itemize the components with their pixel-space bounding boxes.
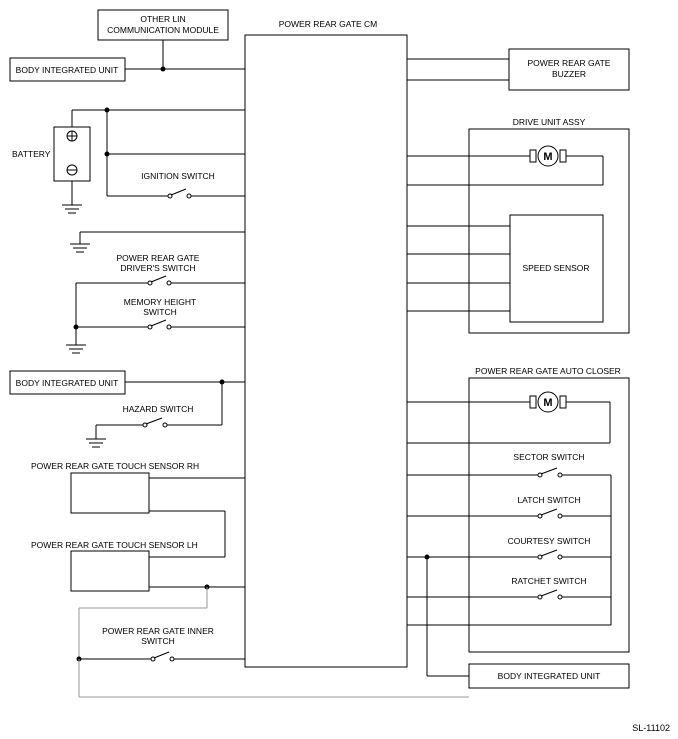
touch-sensor-rh-label: POWER REAR GATE TOUCH SENSOR RH — [31, 461, 199, 471]
ignition-switch-contact — [167, 193, 173, 199]
latch-switch-blade — [540, 508, 558, 516]
hazard-switch-contact — [142, 422, 148, 428]
ratchet-switch-label: RATCHET SWITCH — [511, 576, 586, 586]
courtesy-switch-contact — [537, 554, 543, 560]
lin-junction-dot — [160, 66, 166, 72]
auto-closer-label: POWER REAR GATE AUTO CLOSER — [475, 366, 621, 376]
auto-closer-box — [468, 377, 630, 653]
body-integrated-unit-top-label: BODY INTEGRATED UNIT — [16, 65, 119, 75]
drivers-switch-label: POWER REAR GATE — [117, 253, 200, 263]
body-integrated-unit-bottom-box — [468, 663, 630, 689]
ignition-switch-label: IGNITION SWITCH — [141, 171, 215, 181]
memory-height-switch-label-2: SWITCH — [143, 307, 177, 317]
memory-height-switch-blade — [150, 319, 167, 327]
battery-ground-icon — [62, 204, 82, 214]
touch-sensor-rh-box — [70, 472, 150, 514]
closer-motor-icon — [537, 391, 559, 413]
sector-switch-contact — [537, 472, 543, 478]
inner-switch-blade — [153, 651, 170, 659]
figure-id-label: SL-11102 — [632, 723, 670, 733]
inner-switch-label: POWER REAR GATE INNER — [102, 626, 214, 636]
drivers-switch-blade — [150, 275, 167, 283]
sector-switch-label: SECTOR SWITCH — [513, 452, 584, 462]
other-lin-label-2: COMMUNICATION MODULE — [107, 25, 219, 35]
cm-ground-icon — [70, 243, 90, 253]
speed-sensor-label: SPEED SENSOR — [522, 263, 589, 273]
courtesy-switch-label: COURTESY SWITCH — [508, 536, 591, 546]
battery-junction-dot-2 — [104, 151, 110, 157]
switch-ground-icon — [66, 344, 86, 354]
closer-motor-label: M — [543, 397, 552, 409]
switch-ground-junction-dot — [73, 324, 79, 330]
ratchet-switch-blade — [540, 589, 558, 597]
courtesy-switch-blade — [540, 549, 558, 557]
latch-switch-label: LATCH SWITCH — [517, 495, 580, 505]
rear-gate-buzzer-label-2: BUZZER — [552, 69, 586, 79]
body-integrated-unit-middle-label: BODY INTEGRATED UNIT — [16, 378, 119, 388]
touch-sensor-lh-label: POWER REAR GATE TOUCH SENSOR LH — [31, 540, 198, 550]
latch-switch-contact — [537, 513, 543, 519]
power-rear-gate-cm-box — [244, 34, 408, 668]
other-lin-label: OTHER LIN — [140, 14, 185, 24]
ignition-switch-blade — [170, 188, 187, 196]
inner-switch-contact — [150, 656, 156, 662]
sector-switch-blade — [540, 467, 558, 475]
speed-sensor-box — [509, 214, 604, 323]
cm-title-label: POWER REAR GATE CM — [279, 19, 378, 29]
drive-motor-icon — [537, 145, 559, 167]
other-lin-module-box — [97, 9, 229, 41]
hazard-ground-icon — [86, 438, 106, 448]
body-integrated-unit-bottom-label: BODY INTEGRATED UNIT — [498, 671, 601, 681]
battery-label: BATTERY — [12, 149, 51, 159]
hazard-switch-label: HAZARD SWITCH — [123, 404, 194, 414]
ratchet-switch-contact — [537, 594, 543, 600]
drivers-switch-contact — [147, 280, 153, 286]
touch-sensor-lh-box — [70, 550, 150, 592]
drive-motor-label: M — [543, 151, 552, 163]
drivers-switch-label-2: DRIVER'S SWITCH — [120, 263, 195, 273]
memory-height-switch-contact — [147, 324, 153, 330]
rear-gate-buzzer-box — [508, 48, 630, 91]
inner-switch-label-2: SWITCH — [141, 636, 175, 646]
hazard-switch-blade — [145, 417, 163, 425]
drive-unit-assy-label: DRIVE UNIT ASSY — [513, 117, 586, 127]
rear-gate-buzzer-label: POWER REAR GATE — [528, 58, 611, 68]
memory-height-switch-label: MEMORY HEIGHT — [124, 297, 196, 307]
